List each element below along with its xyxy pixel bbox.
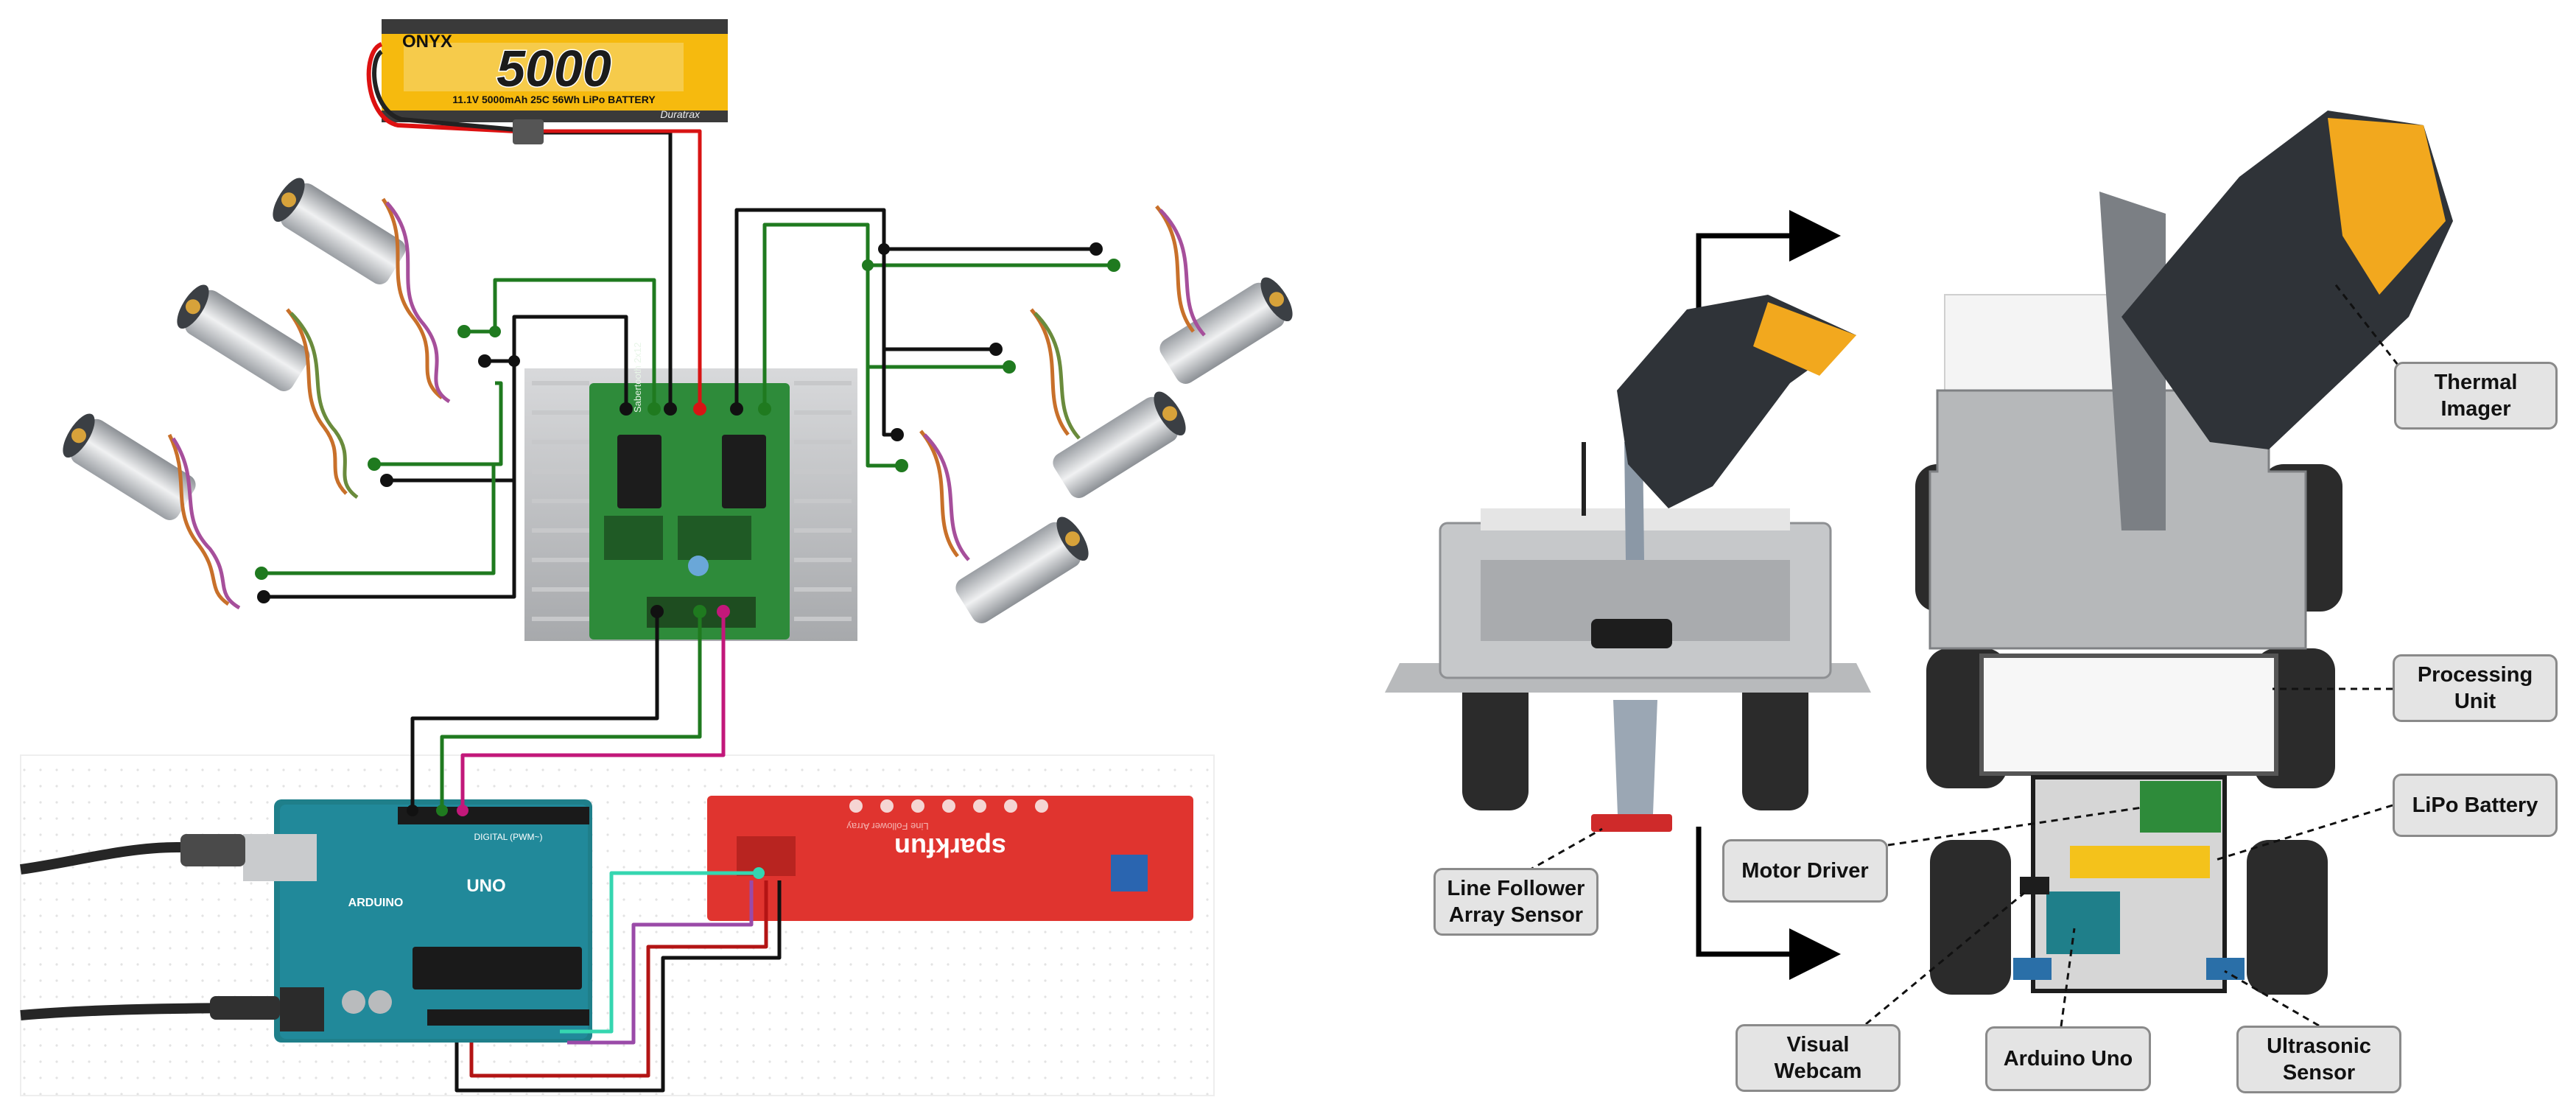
wire-battery-red — [544, 129, 702, 413]
leader-lipo — [2213, 804, 2393, 862]
gear-motor-right-top — [1159, 277, 1293, 384]
sensor-caption: Line Follower Array — [846, 821, 929, 832]
wire-right-black-1 — [734, 208, 1096, 413]
arduino-model: UNO — [466, 876, 505, 896]
top-wheel-br — [2247, 840, 2328, 995]
arrow-bottom — [1696, 827, 1841, 980]
callout-ultrasonic-sensor: Ultrasonic Sensor — [2236, 1026, 2401, 1093]
wire-left-green-2 — [374, 381, 503, 466]
top-webcam — [2020, 877, 2049, 894]
callout-arduino-uno: Arduino Uno — [1985, 1026, 2151, 1091]
leader-thermal — [2332, 281, 2399, 365]
callout-lipo-battery: LiPo Battery — [2393, 774, 2558, 837]
callout-visual-webcam: Visual Webcam — [1736, 1024, 1901, 1092]
top-ultrasonic-right — [2206, 958, 2245, 980]
wire-left-green-3 — [262, 464, 496, 575]
wire-sensor-black — [455, 880, 782, 1093]
power-plug — [210, 996, 280, 1020]
top-arduino — [2046, 891, 2120, 954]
wires — [262, 129, 1114, 1093]
usb-plug — [180, 834, 245, 866]
top-ultrasonic-left — [2013, 958, 2052, 980]
wire-left-black-3 — [264, 480, 516, 599]
arduino-cables — [20, 834, 281, 1020]
line-follower-board: sparkfun Line Follower Array — [707, 796, 1193, 921]
robot-photos — [1385, 111, 2453, 1027]
top-wheel-bl — [1930, 840, 2011, 995]
wire-right-black-3 — [882, 349, 897, 437]
arduino-uno-board: ARDUINO UNO DIGITAL (PWM~) — [243, 799, 592, 1043]
motor-leads-right — [919, 205, 1206, 561]
top-motor-driver — [2140, 781, 2221, 833]
wire-right-green-3 — [866, 367, 902, 468]
wire-sensor-aqua — [560, 871, 759, 1034]
callout-line-follower: Line Follower Array Sensor — [1433, 868, 1598, 936]
arduino-header-label: DIGITAL (PWM~) — [474, 832, 543, 842]
top-vertical-bracket — [2099, 192, 2166, 530]
wire-sensor-purple — [567, 880, 754, 1045]
gear-motor-right-middle — [1053, 391, 1186, 498]
sensor-brand: sparkfun — [894, 833, 1006, 863]
wire-left-green-1 — [464, 278, 656, 413]
battery-brand: ONYX — [402, 32, 452, 52]
gear-motor-left-middle — [177, 284, 310, 391]
motor-driver-brand: Sabertooth 2x12 — [632, 343, 643, 413]
lipo-battery-pack: ONYX 5000 11.1V 5000mAh 25C 56Wh LiPo BA… — [366, 19, 728, 144]
wire-signal-green — [440, 612, 702, 810]
wire-terminals — [255, 242, 1120, 879]
battery-connector — [513, 119, 544, 144]
leader-ultrasonic — [2224, 970, 2320, 1027]
motor-leads-left — [167, 197, 451, 610]
wire-signal-black — [410, 612, 659, 810]
wire-left-black-1 — [485, 315, 628, 413]
gear-motor-right-bottom — [955, 516, 1089, 623]
robot-top-view — [1915, 111, 2453, 995]
leader-motor-driver — [1887, 806, 2143, 847]
front-webcam — [1591, 619, 1672, 648]
wire-sensor-red — [469, 880, 768, 1078]
battery-capacity: 5000 — [496, 40, 611, 97]
leader-webcam — [1865, 891, 2025, 1026]
robot-front-view — [1385, 295, 1871, 832]
wiring-diagram: ONYX 5000 11.1V 5000mAh 25C 56Wh LiPo BA… — [20, 19, 1293, 1096]
gear-motor-left-top — [273, 178, 406, 284]
wire-signal-magenta — [460, 612, 726, 810]
battery-spec: 11.1V 5000mAh 25C 56Wh LiPo BATTERY — [452, 94, 656, 105]
top-processing-unit — [1979, 654, 2278, 776]
callout-motor-driver: Motor Driver — [1722, 839, 1888, 903]
battery-maker: Duratrax — [660, 108, 701, 120]
callout-processing-unit: Processing Unit — [2393, 654, 2558, 722]
arduino-brand: ARDUINO — [348, 897, 404, 909]
gear-motor-left-bottom — [63, 413, 196, 520]
leader-arduino — [2060, 928, 2076, 1027]
motor-driver-board: Sabertooth 2x12 — [524, 343, 857, 641]
top-lipo-battery — [2070, 846, 2210, 878]
callout-thermal-imager: Thermal Imager — [2394, 362, 2558, 430]
wire-right-green-1 — [762, 223, 1114, 413]
front-sensor-board — [1591, 814, 1672, 832]
wire-right-green-2 — [866, 265, 1009, 369]
